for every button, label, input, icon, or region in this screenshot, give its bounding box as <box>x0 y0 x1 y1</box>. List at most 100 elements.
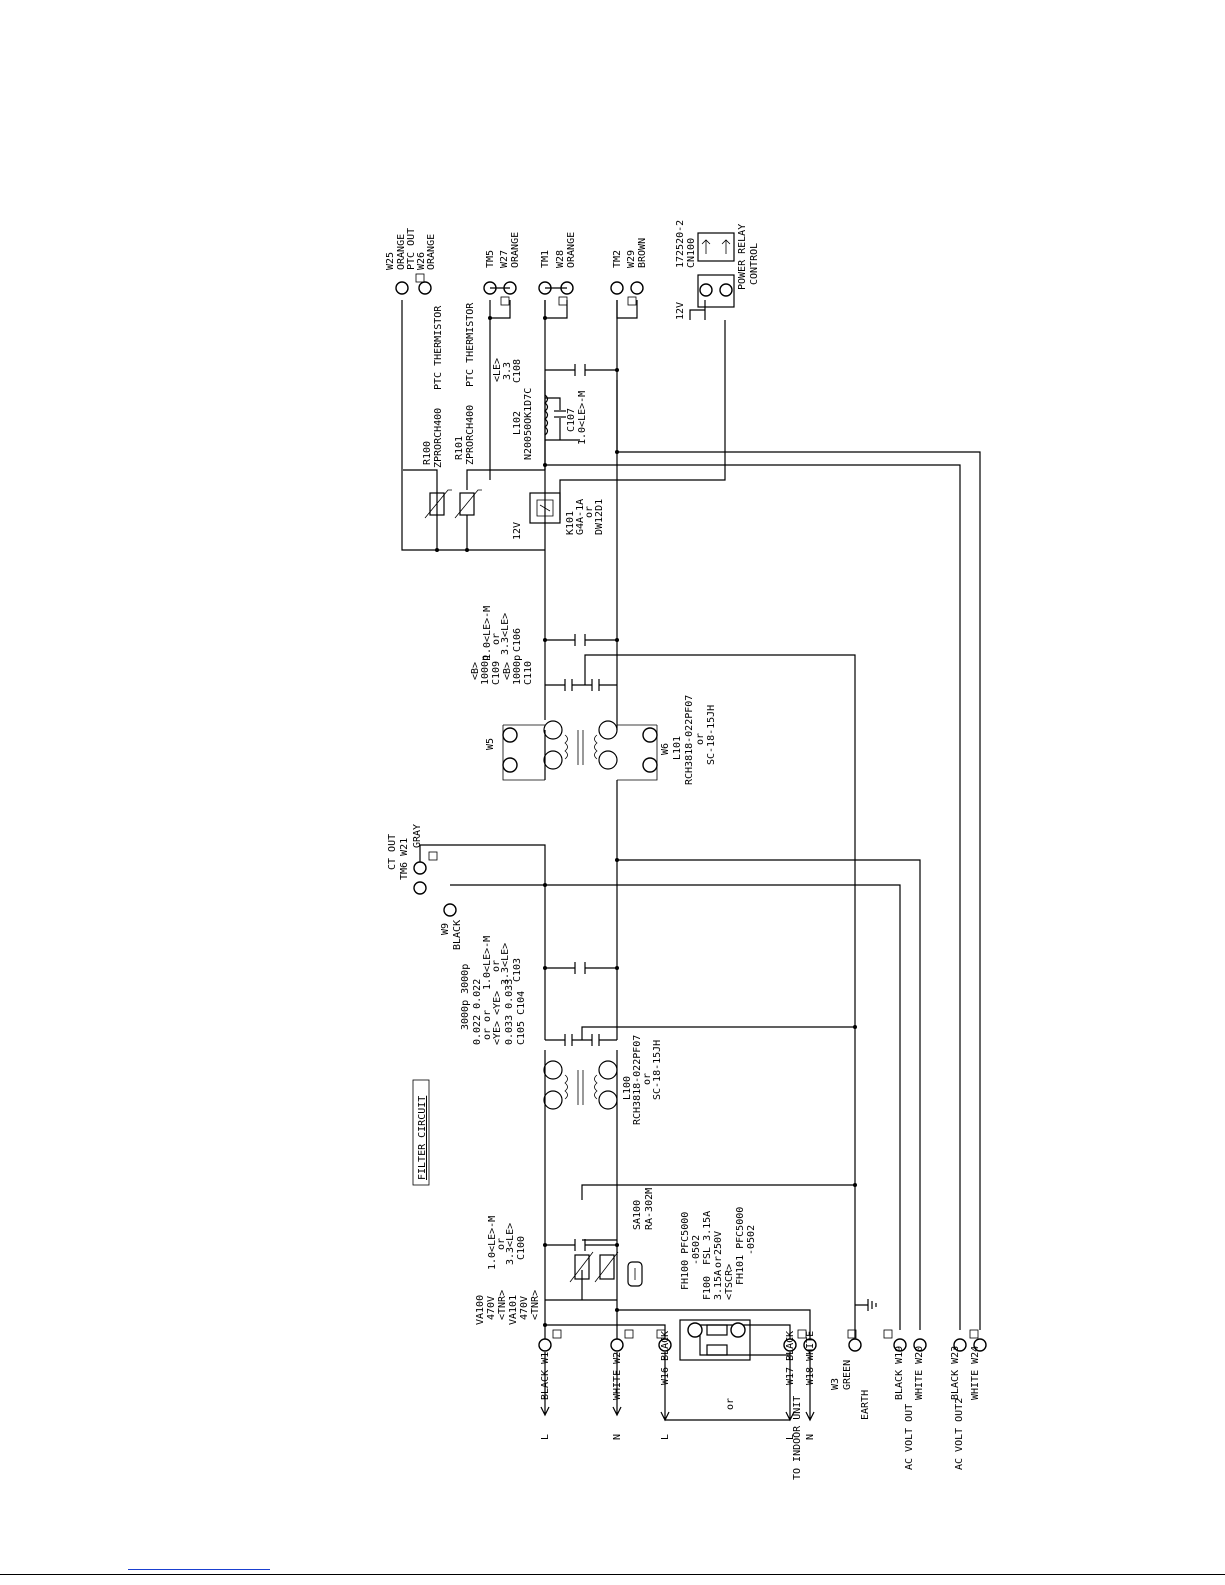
f100-rating: 3.15A <box>713 1270 724 1300</box>
label-w16: W16 BLACK <box>660 1331 671 1385</box>
w26-label: W26 <box>416 252 427 270</box>
c104-refs: C105 C104 <box>516 991 527 1045</box>
line-N2: N <box>612 1434 623 1440</box>
label-w17: W17 BLACK <box>785 1331 796 1385</box>
k101-ref: K101 <box>565 511 576 535</box>
earth-terminal-label: W3 <box>830 1378 841 1390</box>
l102-labels: L102 N20050OK1D7C C107 1.0<LE>-M <box>512 388 588 460</box>
input-arrows <box>540 1352 815 1422</box>
c104-value: 0.033 0.033 <box>504 979 515 1045</box>
line-N18: N <box>805 1434 816 1440</box>
earth-label: EARTH <box>860 1390 871 1420</box>
label-white-w2: WHITE W2 <box>612 1352 623 1400</box>
w28-color: ORANGE <box>566 232 577 268</box>
fuse-voltage: 250V <box>713 1231 724 1255</box>
c104-type: <YE> <YE> <box>492 991 503 1045</box>
varistors <box>569 1251 619 1283</box>
c106-labels: 1.0<LE>-M or 3.3<LE> C106 <box>482 606 523 660</box>
fh100-label: FH100 PFC5000 <box>680 1212 691 1290</box>
c107-value: 1.0<LE>-M <box>577 391 588 445</box>
to-indoor-unit-label: TO INDOOR UNIT <box>792 1396 803 1480</box>
c104-c105-labels: 3000p 3000p 0.022 0.022 or or <YE> <YE> … <box>460 964 527 1045</box>
c104-or: or or <box>482 1010 493 1040</box>
c103-or: or <box>491 960 502 972</box>
l100-labels: L100 RCH3818-022PF07 or SC-18-15JH <box>622 1035 663 1125</box>
c103-alt: 1.0<LE>-M <box>482 936 493 990</box>
l101-part: RCH3818-022PF07 <box>684 695 695 785</box>
va101-type: <TNR> <box>530 1290 541 1320</box>
w27-label: W27 <box>499 250 510 268</box>
l100-or: or <box>642 1073 653 1085</box>
ac-volt-out-w1: BLACK W19 <box>894 1346 905 1400</box>
r101-desc: PTC THERMISTOR <box>465 302 476 387</box>
fuse-or: or <box>713 1256 724 1268</box>
c108-labels: C108 3.3 <LE> <box>492 358 523 383</box>
cn100-label: POWER RELAY <box>737 224 748 290</box>
junction-dots <box>435 316 857 1327</box>
k101-labels: 12V K101 G4A-1A or DW12D1 <box>512 499 605 540</box>
c109-c110-labels: <B> 1000p C109 <B> 1000p C110 <box>470 655 534 685</box>
l101-alt: SC-18-15JH <box>706 705 717 765</box>
c104-alt2: 3000p 3000p <box>460 964 471 1030</box>
cn100-connector <box>697 232 735 308</box>
ac-volt-out2-label: AC VOLT OUT2 <box>954 1398 965 1470</box>
ac-out-labels: AC VOLT OUT BLACK W19 WHITE W20 AC VOLT … <box>894 1346 981 1470</box>
filter-circuit-title: FILTER CIRCUIT <box>412 1079 430 1186</box>
w28-label: W28 <box>555 250 566 268</box>
ptc-out-labels: W25 ORANGE PTC OUT W26 ORANGE <box>385 228 437 270</box>
c109-type: <B> <box>470 662 481 680</box>
c109-ref: C109 <box>491 661 502 685</box>
fh101-label: FH101 PFC5000 <box>735 1207 746 1285</box>
va100-value: 470V <box>486 1296 497 1320</box>
c106-alt: 1.0<LE>-M <box>482 606 493 660</box>
c104-alt: 0.022 0.022 <box>472 979 483 1045</box>
cn100-label2: CONTROL <box>749 243 760 285</box>
c110-type: <B> <box>502 662 513 680</box>
sa100-part: RA-302M <box>644 1188 655 1230</box>
l102-ref: L102 <box>512 411 523 435</box>
w5-label: W5 <box>485 738 496 750</box>
ct-out-label: CT OUT <box>387 834 398 870</box>
earth-symbol <box>855 1299 877 1311</box>
l101-labels: W5 W6 L101 RCH3818-022PF07 or SC-18-15JH <box>485 695 717 785</box>
line-L16: L <box>660 1434 671 1440</box>
f100-label: F100 <box>702 1276 713 1300</box>
tm1-label: TM1 <box>540 250 551 268</box>
c103-value: 3.3<LE> <box>500 943 511 985</box>
fsl-label: FSL 3.15A <box>702 1211 713 1265</box>
ct-gray-label: GRAY <box>412 824 423 848</box>
l101-or: or <box>695 733 706 745</box>
ac-volt-out2-w1: BLACK W23 <box>950 1346 961 1400</box>
thermistor-labels: R100 ZPRORCH400 PTC THERMISTOR R101 ZPRO… <box>422 302 476 468</box>
l102-part: N20050OK1D7C <box>523 388 534 460</box>
footer-link-underline[interactable] <box>128 1569 270 1570</box>
sa100-ref: SA100 <box>632 1200 643 1230</box>
c107-ref: C107 <box>566 408 577 432</box>
w29-color: BROWN <box>637 238 648 268</box>
capacitors <box>545 364 617 1251</box>
c108-value: 3.3 <box>502 362 513 380</box>
cn100-supply: 12V <box>675 302 686 320</box>
fh101-num: -0502 <box>746 1225 757 1255</box>
r101-part: ZPRORCH400 <box>465 405 476 465</box>
k101-alt: DW12D1 <box>594 499 605 535</box>
ct-w9-label: W9 <box>440 923 451 935</box>
bus-wires <box>401 300 981 1356</box>
w25-label: W25 <box>385 252 396 270</box>
fuse-block <box>679 1319 751 1361</box>
fh100-num: -0502 <box>691 1235 702 1265</box>
r101-ref: R101 <box>454 436 465 460</box>
bottom-terminals <box>538 1329 987 1352</box>
earth-color-label: GREEN <box>842 1360 853 1390</box>
ptc-out-label: PTC OUT <box>406 228 417 270</box>
tm2-label: TM2 <box>612 250 623 268</box>
or-label: or <box>725 1398 736 1410</box>
c103-labels: 1.0<LE>-M or 3.3<LE> C103 <box>482 936 523 990</box>
input-labels: L BLACK W1 N WHITE W2 L W16 BLACK or L W… <box>540 1331 816 1480</box>
l100-ref: L100 <box>622 1076 633 1100</box>
c108-ref: C108 <box>512 359 523 383</box>
c100-ref: C100 <box>516 1236 527 1260</box>
ac-volt-out2-w2: WHITE W24 <box>970 1346 981 1400</box>
k101-or: or <box>584 506 595 518</box>
c106-value: 3.3<LE> <box>500 613 511 655</box>
